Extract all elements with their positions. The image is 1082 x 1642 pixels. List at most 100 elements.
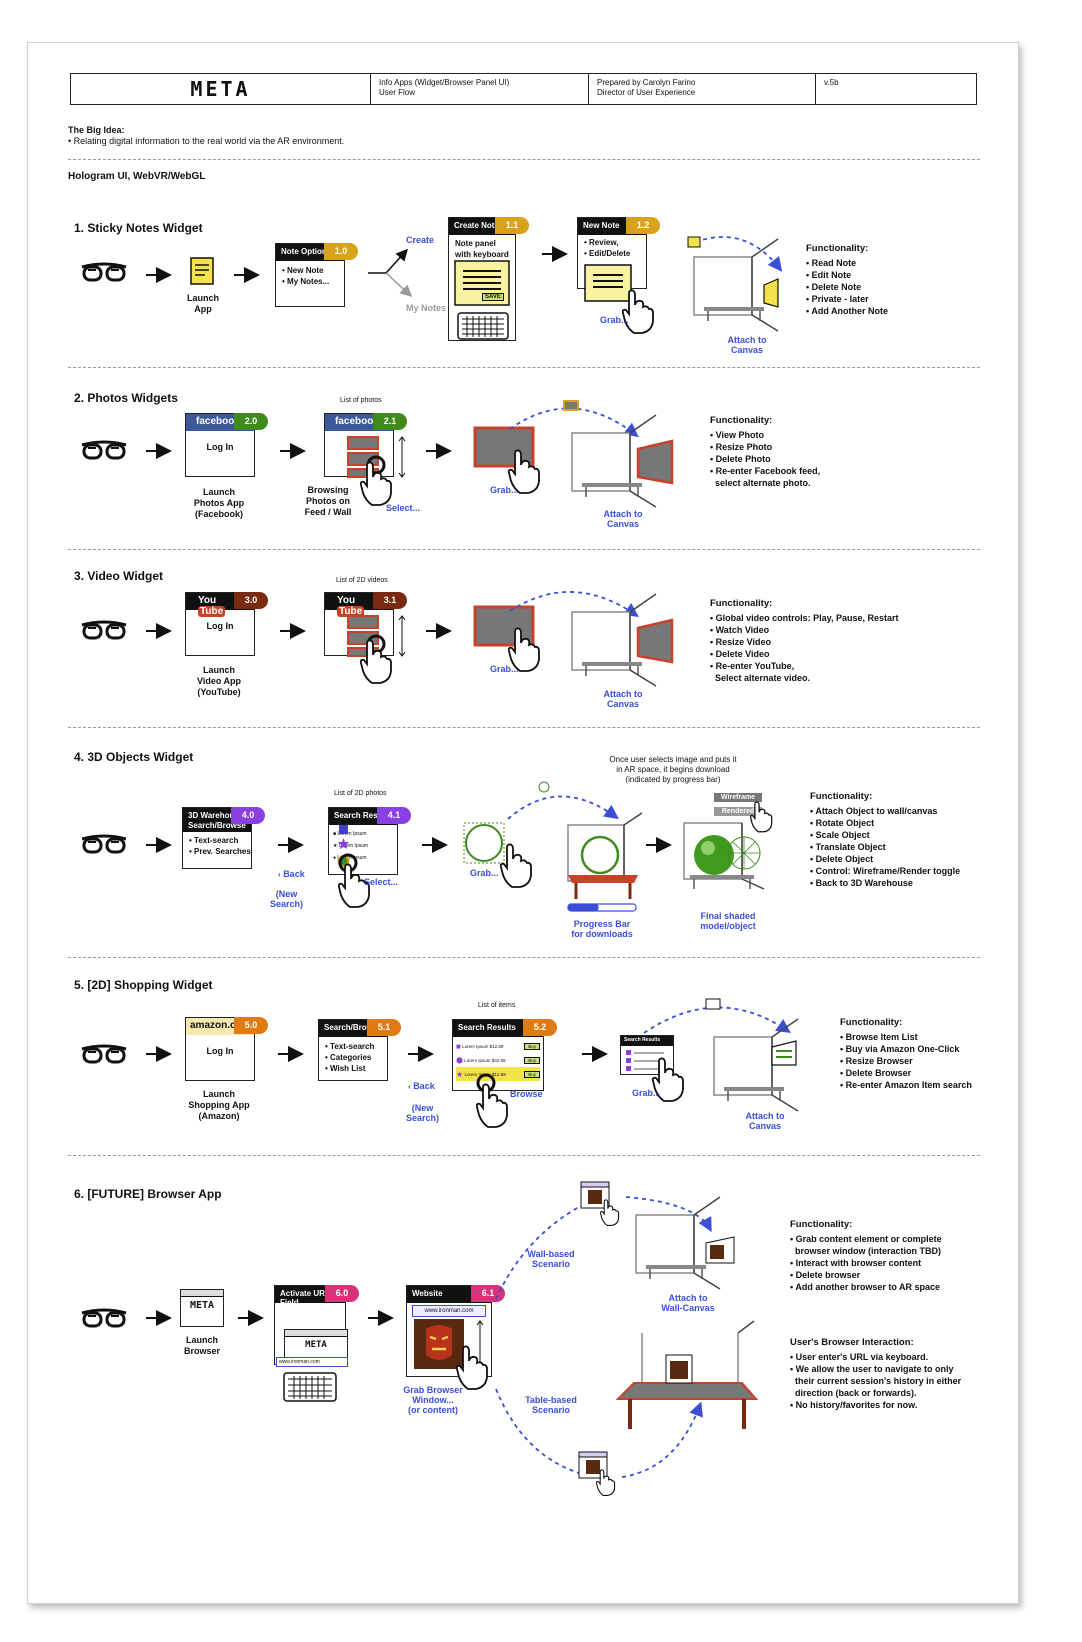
panel-items[interactable]: • Text-search • Prev. Searches (189, 836, 251, 856)
save-button[interactable]: SAVE (482, 293, 504, 301)
function-item: • Watch Video (710, 625, 770, 635)
panel-items[interactable]: • Text-search • Categories • Wish List (325, 1042, 375, 1073)
keyboard-icon[interactable] (283, 1372, 338, 1403)
functionality-title: Functionality: (710, 598, 773, 609)
results-list[interactable]: ■ Lorem Ipsum ★ Lorem Ipsum ● Lorem Ipsu… (333, 828, 368, 864)
attach-label: Attach to Canvas (745, 1111, 785, 1131)
flow-arrow (146, 1310, 172, 1326)
url-bar[interactable]: www.ironman.com (412, 1305, 486, 1317)
ar-room-canvas (713, 1018, 799, 1112)
ar-glasses-icon (80, 262, 128, 282)
buy-button[interactable]: Buy (524, 1070, 540, 1078)
section-6-functionality: Functionality: • Grab content element or… (790, 1219, 942, 1293)
function-item: • Control: Wireframe/Render toggle (810, 866, 961, 876)
flow-arrow (146, 623, 172, 639)
divider (68, 159, 980, 160)
tap-hand-icon (749, 801, 773, 833)
grab-label: Grab... (490, 485, 519, 495)
interaction-item: • We allow the user to navigate to only (790, 1364, 954, 1374)
table-scenario-label: Table-based Scenario (525, 1395, 577, 1415)
attach-label: Attach to Canvas (727, 335, 767, 355)
ar-room-canvas (693, 238, 779, 332)
flow-arrow (146, 443, 172, 459)
function-item: • Delete Object (810, 854, 874, 864)
browsing-label: Browsing Photos on Feed / Wall (304, 485, 352, 517)
version-cell: v.5b (816, 74, 976, 104)
prepared-by: Prepared by Carolyn Farino (597, 78, 696, 87)
step-badge: 1.2 (626, 217, 660, 234)
flow-arrow (146, 267, 172, 283)
launch-label: Launch Video App (YouTube) (196, 665, 241, 697)
function-item: select alternate photo. (710, 478, 811, 488)
grab-hand-icon (595, 1469, 616, 1496)
interaction-item: their current session's history in eithe… (790, 1376, 962, 1386)
facebook-login-panel[interactable]: facebook 2.0 Log In (185, 413, 268, 477)
back-label[interactable]: ‹ Back (408, 1081, 435, 1091)
functionality-title: Functionality: (790, 1219, 853, 1230)
flow-arrow (422, 837, 448, 853)
note-options-panel[interactable]: Note Options 1.0 • New Note • My Notes..… (275, 243, 358, 307)
flow-arrow (368, 1310, 394, 1326)
buy-button[interactable]: Buy (524, 1056, 540, 1064)
progress-fill (568, 904, 599, 911)
panel-items[interactable]: • New Note • My Notes... (282, 266, 330, 286)
step-badge: 3.1 (373, 592, 407, 609)
interaction-item: • No history/favorites for now. (790, 1400, 918, 1410)
function-item: • Edit Note (806, 270, 852, 280)
buy-button[interactable]: Buy (524, 1042, 540, 1050)
url-input[interactable]: www.ironman.com (276, 1357, 348, 1367)
section-5-functionality: Functionality: • Browse Item List • Buy … (840, 1017, 972, 1091)
back-text: Back (413, 1081, 435, 1091)
grab-hand-icon (621, 289, 654, 334)
grab-label: Grab... (600, 315, 629, 325)
wall-scenario-label: Wall-based Scenario (527, 1249, 575, 1269)
function-item: • Add another browser to AR space (790, 1282, 941, 1292)
divider (68, 957, 980, 958)
function-item: • Buy via Amazon One-Click (840, 1044, 960, 1054)
step-badge: 1.0 (324, 243, 358, 260)
function-item: • Resize Photo (710, 442, 773, 452)
meta-logo: META (305, 1340, 327, 1350)
divider (68, 1155, 980, 1156)
interaction-item: • User enter's URL via keyboard. (790, 1352, 929, 1362)
function-item: • Global video controls: Play, Pause, Re… (710, 613, 899, 623)
function-item: • Rotate Object (810, 818, 875, 828)
login-button[interactable]: Log In (206, 1046, 234, 1056)
keyboard-icon[interactable] (457, 312, 510, 341)
browser-app-icon[interactable]: META (180, 1289, 224, 1327)
search-browse-panel[interactable]: Search/Browse 5.1 • Text-search • Catego… (318, 1019, 401, 1081)
video-list-graphic (347, 615, 406, 657)
back-label[interactable]: ‹ Back (278, 869, 305, 879)
youtube-login-panel[interactable]: You Tube 3.0 Log In (185, 592, 268, 656)
wireframe-toggle[interactable]: Wireframe (714, 793, 762, 802)
flow-arrow (278, 837, 304, 853)
divider (68, 367, 980, 368)
attach-label: Attach to Canvas (603, 689, 643, 709)
create-label: Create (406, 235, 435, 245)
interaction-item: direction (back or forwards). (790, 1388, 917, 1398)
result-item[interactable]: ■ Lorem Ipsum (333, 831, 367, 837)
grab-label: Grab... (490, 664, 519, 674)
login-button[interactable]: Log In (206, 621, 234, 631)
sticky-note-icon[interactable] (190, 257, 216, 287)
rendered-toggle[interactable]: Rendered (714, 807, 762, 816)
3d-warehouse-panel[interactable]: 3D Warehouse Search/Browse 4.0 • Text-se… (182, 807, 265, 869)
result-item[interactable]: ★ Lorem Ipsum (333, 843, 369, 849)
section-5-title: 5. [2D] Shopping Widget (74, 978, 213, 992)
search-results-panel[interactable]: Search Results 4.1 ■ Lorem Ipsum ★ Lorem… (328, 807, 411, 875)
function-item: • Delete Video (710, 649, 770, 659)
mini-panel-title: Search Results (621, 1036, 673, 1046)
login-button[interactable]: Log In (206, 442, 234, 452)
drag-path-arrow (643, 998, 791, 1034)
author-role: Director of User Experience (597, 88, 696, 97)
note-graphic (584, 264, 632, 302)
facebook-photos-panel[interactable]: facebook 2.1 (324, 413, 407, 477)
grab-label: Grab... (632, 1088, 661, 1098)
amazon-login-panel[interactable]: amazon.com 5.0 Log In (185, 1017, 268, 1081)
function-item: • Grab content element or complete (790, 1234, 942, 1244)
result-item[interactable]: ● Lorem Ipsum (333, 855, 367, 861)
